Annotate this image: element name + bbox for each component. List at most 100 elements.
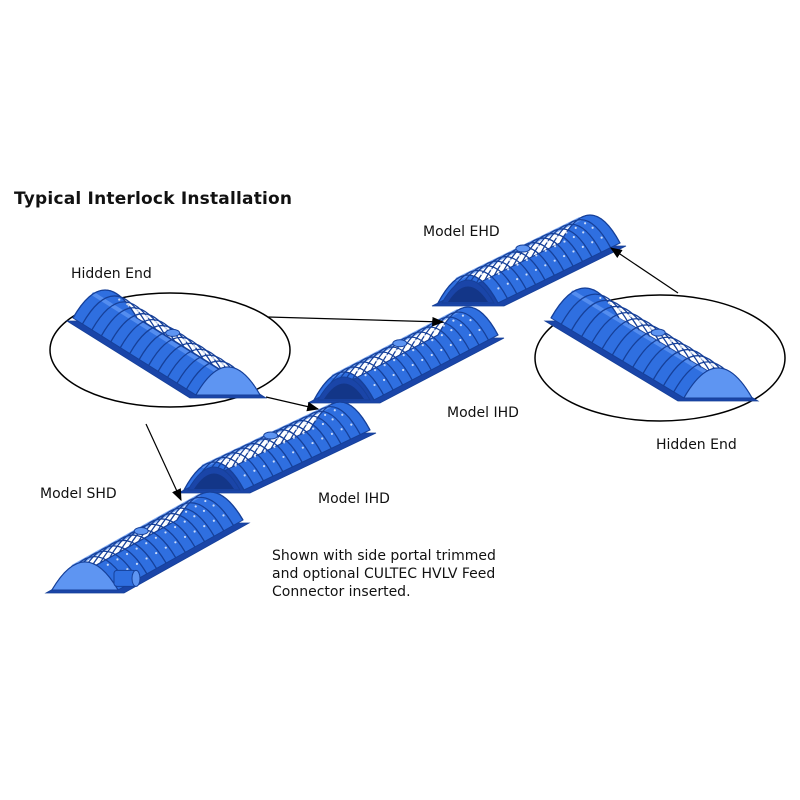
vent-hole [402, 354, 405, 357]
arrow-left-to-ihd-upper [265, 396, 320, 412]
vent-hole [273, 445, 276, 449]
inspection-port [263, 431, 279, 440]
vent-hole [555, 236, 559, 239]
chamber-rib [183, 461, 245, 491]
vent-hole [459, 338, 462, 342]
vent-hole [234, 464, 237, 467]
vent-hole [212, 357, 215, 360]
vent-hole [174, 525, 177, 529]
vent-hole [201, 350, 205, 353]
vent-hole [285, 432, 288, 435]
vent-hole [468, 333, 472, 337]
vent-hole [681, 346, 684, 349]
vent-hole [553, 259, 556, 262]
vent-hole [383, 364, 386, 367]
vent-hole [311, 441, 314, 445]
vent-hole [440, 348, 443, 352]
vent-hole [553, 245, 557, 248]
vent-hole [330, 432, 334, 435]
vent-hole [137, 310, 140, 313]
vent-hole [155, 551, 158, 555]
vent-hole [292, 451, 295, 454]
chamber-rib [166, 496, 234, 526]
vent-hole [544, 249, 547, 252]
inspection-port [165, 328, 181, 337]
vent-hole [164, 326, 167, 329]
vent-hole [246, 450, 249, 453]
vent-hole [382, 378, 386, 382]
vent-hole [584, 222, 587, 225]
chamber-rib [176, 491, 244, 521]
vent-hole [670, 339, 674, 343]
arrow-left-to-ehd [267, 316, 445, 327]
vent-hole [497, 272, 500, 275]
model-ihd-lower-chamber [177, 401, 377, 494]
vent-hole [507, 268, 510, 271]
vent-hole [563, 240, 566, 243]
vent-hole [572, 250, 575, 253]
vent-hole [253, 469, 256, 472]
vent-hole [220, 362, 223, 365]
vent-hole [116, 558, 119, 561]
vent-hole [282, 455, 285, 459]
vent-hole [304, 423, 307, 426]
inspection-port [515, 244, 531, 253]
vent-hole [364, 374, 367, 377]
vent-hole [607, 301, 610, 304]
vent-hole [222, 363, 225, 366]
vent-hole [537, 245, 540, 248]
hidden-end-right-label: Hidden End [656, 437, 737, 453]
vent-hole [106, 563, 109, 566]
vent-hole [452, 319, 455, 322]
vent-hole [373, 369, 377, 372]
vent-hole [253, 455, 257, 458]
vent-hole [204, 499, 207, 503]
vent-hole [272, 460, 275, 463]
closed-end-cap [195, 366, 261, 396]
vent-hole [506, 282, 509, 285]
vent-hole [164, 546, 167, 549]
vent-hole [535, 254, 538, 257]
chamber-rib [437, 306, 499, 336]
vent-hole [145, 314, 148, 317]
vent-hole [145, 542, 148, 545]
vent-hole [402, 368, 405, 372]
chamber-rib [157, 502, 225, 532]
vent-hole [108, 553, 111, 556]
vent-hole [679, 344, 682, 347]
vent-hole [574, 226, 577, 229]
vent-hole [126, 302, 129, 306]
model-ihd-lower-label: Model IHD [318, 491, 390, 507]
vent-hole [202, 509, 206, 512]
vent-hole [127, 304, 130, 307]
vent-hole [165, 521, 168, 524]
vent-hole [203, 351, 206, 354]
vent-hole [135, 308, 138, 312]
inspection-port [133, 527, 149, 536]
chamber-rib [212, 447, 274, 477]
vent-hole [183, 520, 186, 523]
vent-hole [411, 363, 414, 367]
vent-hole [341, 413, 344, 416]
vent-hole [414, 339, 417, 342]
vent-hole [648, 326, 651, 329]
vent-hole [518, 254, 521, 257]
vent-hole [442, 324, 445, 327]
vent-hole [243, 474, 246, 477]
note-line: and optional CULTEC HVLV Feed [272, 566, 496, 582]
vent-hole [117, 548, 120, 551]
vent-hole [392, 373, 395, 377]
closed-end-cap [51, 561, 119, 591]
page-title: Typical Interlock Installation [14, 189, 293, 209]
vent-hole [638, 320, 641, 323]
vent-hole [423, 334, 426, 337]
vent-hole [156, 322, 159, 325]
vent-hole [497, 287, 500, 290]
vent-hole [591, 241, 594, 244]
feed-connector-opening [131, 569, 141, 587]
vent-hole [135, 547, 138, 550]
vent-hole [373, 383, 376, 387]
vent-hole [650, 327, 653, 330]
vent-hole [617, 307, 621, 310]
